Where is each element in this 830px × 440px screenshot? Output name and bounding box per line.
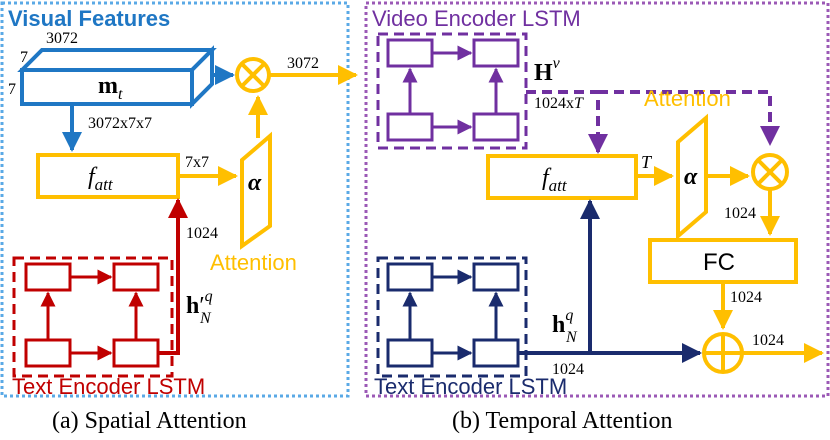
spatial-text-encoder-frame bbox=[12, 256, 174, 378]
temporal-lstm-cells bbox=[386, 262, 520, 368]
visual-features-title: Visual Features bbox=[8, 6, 170, 31]
temporal-alpha-label: α bbox=[684, 164, 698, 190]
video-encoder-frame bbox=[376, 32, 528, 150]
label-1024-mult: 1024 bbox=[724, 205, 756, 222]
feature-cube bbox=[17, 45, 217, 109]
spatial-alpha-label: α bbox=[248, 170, 262, 196]
video-lstm-cells bbox=[386, 38, 520, 142]
cube-height-label: 7 bbox=[8, 81, 16, 98]
caption-temporal: (b) Temporal Attention bbox=[452, 408, 673, 434]
spatial-alpha-map bbox=[240, 131, 272, 250]
label-1024-hq: 1024 bbox=[552, 361, 584, 378]
spatial-fatt-label: fatt bbox=[88, 164, 114, 194]
label-3072x7x7: 3072x7x7 bbox=[88, 115, 152, 132]
arrow-video-to-mult bbox=[598, 90, 780, 146]
caption-spatial: (a) Spatial Attention bbox=[52, 408, 247, 434]
label-1024-spatial: 1024 bbox=[186, 225, 218, 242]
temporal-attention-label: Attention bbox=[644, 86, 731, 111]
label-1024xT: 1024xT bbox=[534, 95, 584, 112]
cube-label: mt bbox=[98, 73, 123, 103]
label-1024-out: 1024 bbox=[752, 332, 784, 349]
spatial-attention-label: Attention bbox=[210, 250, 297, 275]
temporal-add-node bbox=[702, 332, 744, 374]
spatial-lstm-cells bbox=[24, 262, 160, 368]
spatial-multiply-node bbox=[235, 57, 271, 93]
temporal-alpha-map bbox=[676, 113, 708, 241]
label-1024-fc: 1024 bbox=[730, 289, 762, 306]
cube-depth-label: 7 bbox=[20, 49, 28, 66]
temporal-text-encoder-label: Text Encoder LSTM bbox=[374, 374, 567, 399]
spatial-text-encoder-label: Text Encoder LSTM bbox=[12, 374, 205, 399]
video-encoder-label: Video Encoder LSTM bbox=[372, 6, 581, 31]
spatial-frame bbox=[0, 1, 350, 398]
temporal-fatt-box bbox=[486, 154, 638, 200]
fc-label: FC bbox=[703, 249, 735, 276]
hv-label: Hv bbox=[534, 55, 561, 86]
label-7x7: 7x7 bbox=[185, 154, 209, 171]
temporal-fatt-label: fatt bbox=[542, 165, 568, 195]
label-T: T bbox=[641, 152, 653, 172]
temporal-frame bbox=[364, 1, 830, 398]
temporal-text-encoder-frame bbox=[376, 256, 528, 378]
label-3072-out: 3072 bbox=[287, 55, 319, 72]
temporal-multiply-node bbox=[751, 153, 789, 191]
cube-width-label: 3072 bbox=[46, 30, 78, 47]
arrow-text-to-spatial-fatt bbox=[158, 198, 188, 355]
